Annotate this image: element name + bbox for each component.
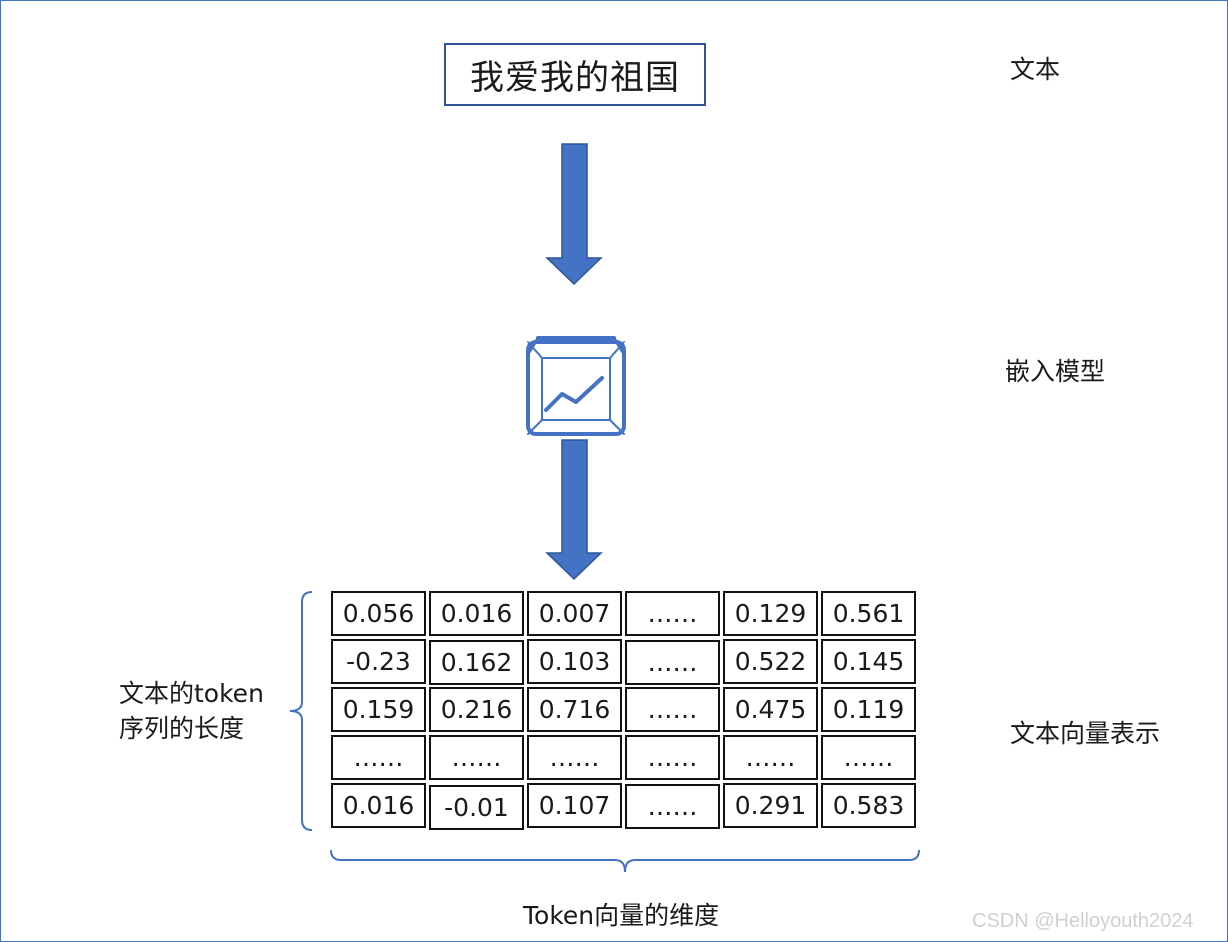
matrix-cell: ……: [625, 735, 720, 780]
matrix-cell: -0.01: [429, 785, 524, 830]
matrix-cell: 0.145: [821, 639, 916, 684]
label-embedding-model: 嵌入模型: [1005, 357, 1106, 386]
matrix-cell: ……: [625, 784, 720, 829]
arrow-down-1: [545, 143, 603, 286]
matrix-cell: 0.716: [527, 687, 622, 732]
watermark: CSDN @Helloyouth2024: [972, 910, 1194, 932]
brace-sequence: [289, 591, 313, 831]
matrix-cell: 0.291: [723, 783, 818, 828]
label-text-vector: 文本向量表示: [1010, 719, 1161, 748]
matrix-cell: ……: [429, 735, 524, 780]
matrix-cell: 0.561: [821, 591, 916, 636]
matrix-cell: 0.522: [723, 639, 818, 684]
matrix-cell: 0.216: [429, 687, 524, 732]
matrix-cell: 0.016: [331, 783, 426, 828]
matrix-cell: 0.107: [527, 783, 622, 828]
matrix-cell: 0.056: [331, 591, 426, 636]
matrix-cell: -0.23: [331, 639, 426, 684]
matrix-cell: 0.007: [527, 591, 622, 636]
matrix-cell: 0.583: [821, 783, 916, 828]
matrix-cell: 0.119: [821, 687, 916, 732]
label-token-dimension: Token向量的维度: [523, 901, 720, 930]
matrix-cell: 0.016: [429, 591, 524, 636]
matrix-cell: 0.159: [331, 687, 426, 732]
matrix-cell: 0.162: [429, 640, 524, 685]
label-sequence-length: 文本的token 序列的长度: [119, 676, 264, 746]
input-text: 我爱我的祖国: [470, 58, 680, 98]
label-text: 文本: [1010, 55, 1061, 84]
brace-dimension: [330, 849, 920, 873]
label-sequence-line1: 文本的token: [119, 679, 264, 708]
matrix-cell: 0.475: [723, 687, 818, 732]
matrix-cell: 0.129: [723, 591, 818, 636]
matrix-cell: ……: [625, 687, 720, 732]
input-text-box: 我爱我的祖国: [444, 43, 706, 106]
matrix-cell: ……: [625, 591, 720, 636]
matrix-cell: ……: [527, 735, 622, 780]
arrow-down-2: [545, 439, 603, 581]
matrix-cell: ……: [723, 735, 818, 780]
matrix-cell: ……: [625, 640, 720, 685]
label-sequence-line2: 序列的长度: [119, 714, 245, 743]
matrix-cell: 0.103: [527, 639, 622, 684]
embedding-model-icon: [526, 336, 626, 436]
matrix-cell: ……: [331, 735, 426, 780]
matrix-cell: ……: [821, 735, 916, 780]
